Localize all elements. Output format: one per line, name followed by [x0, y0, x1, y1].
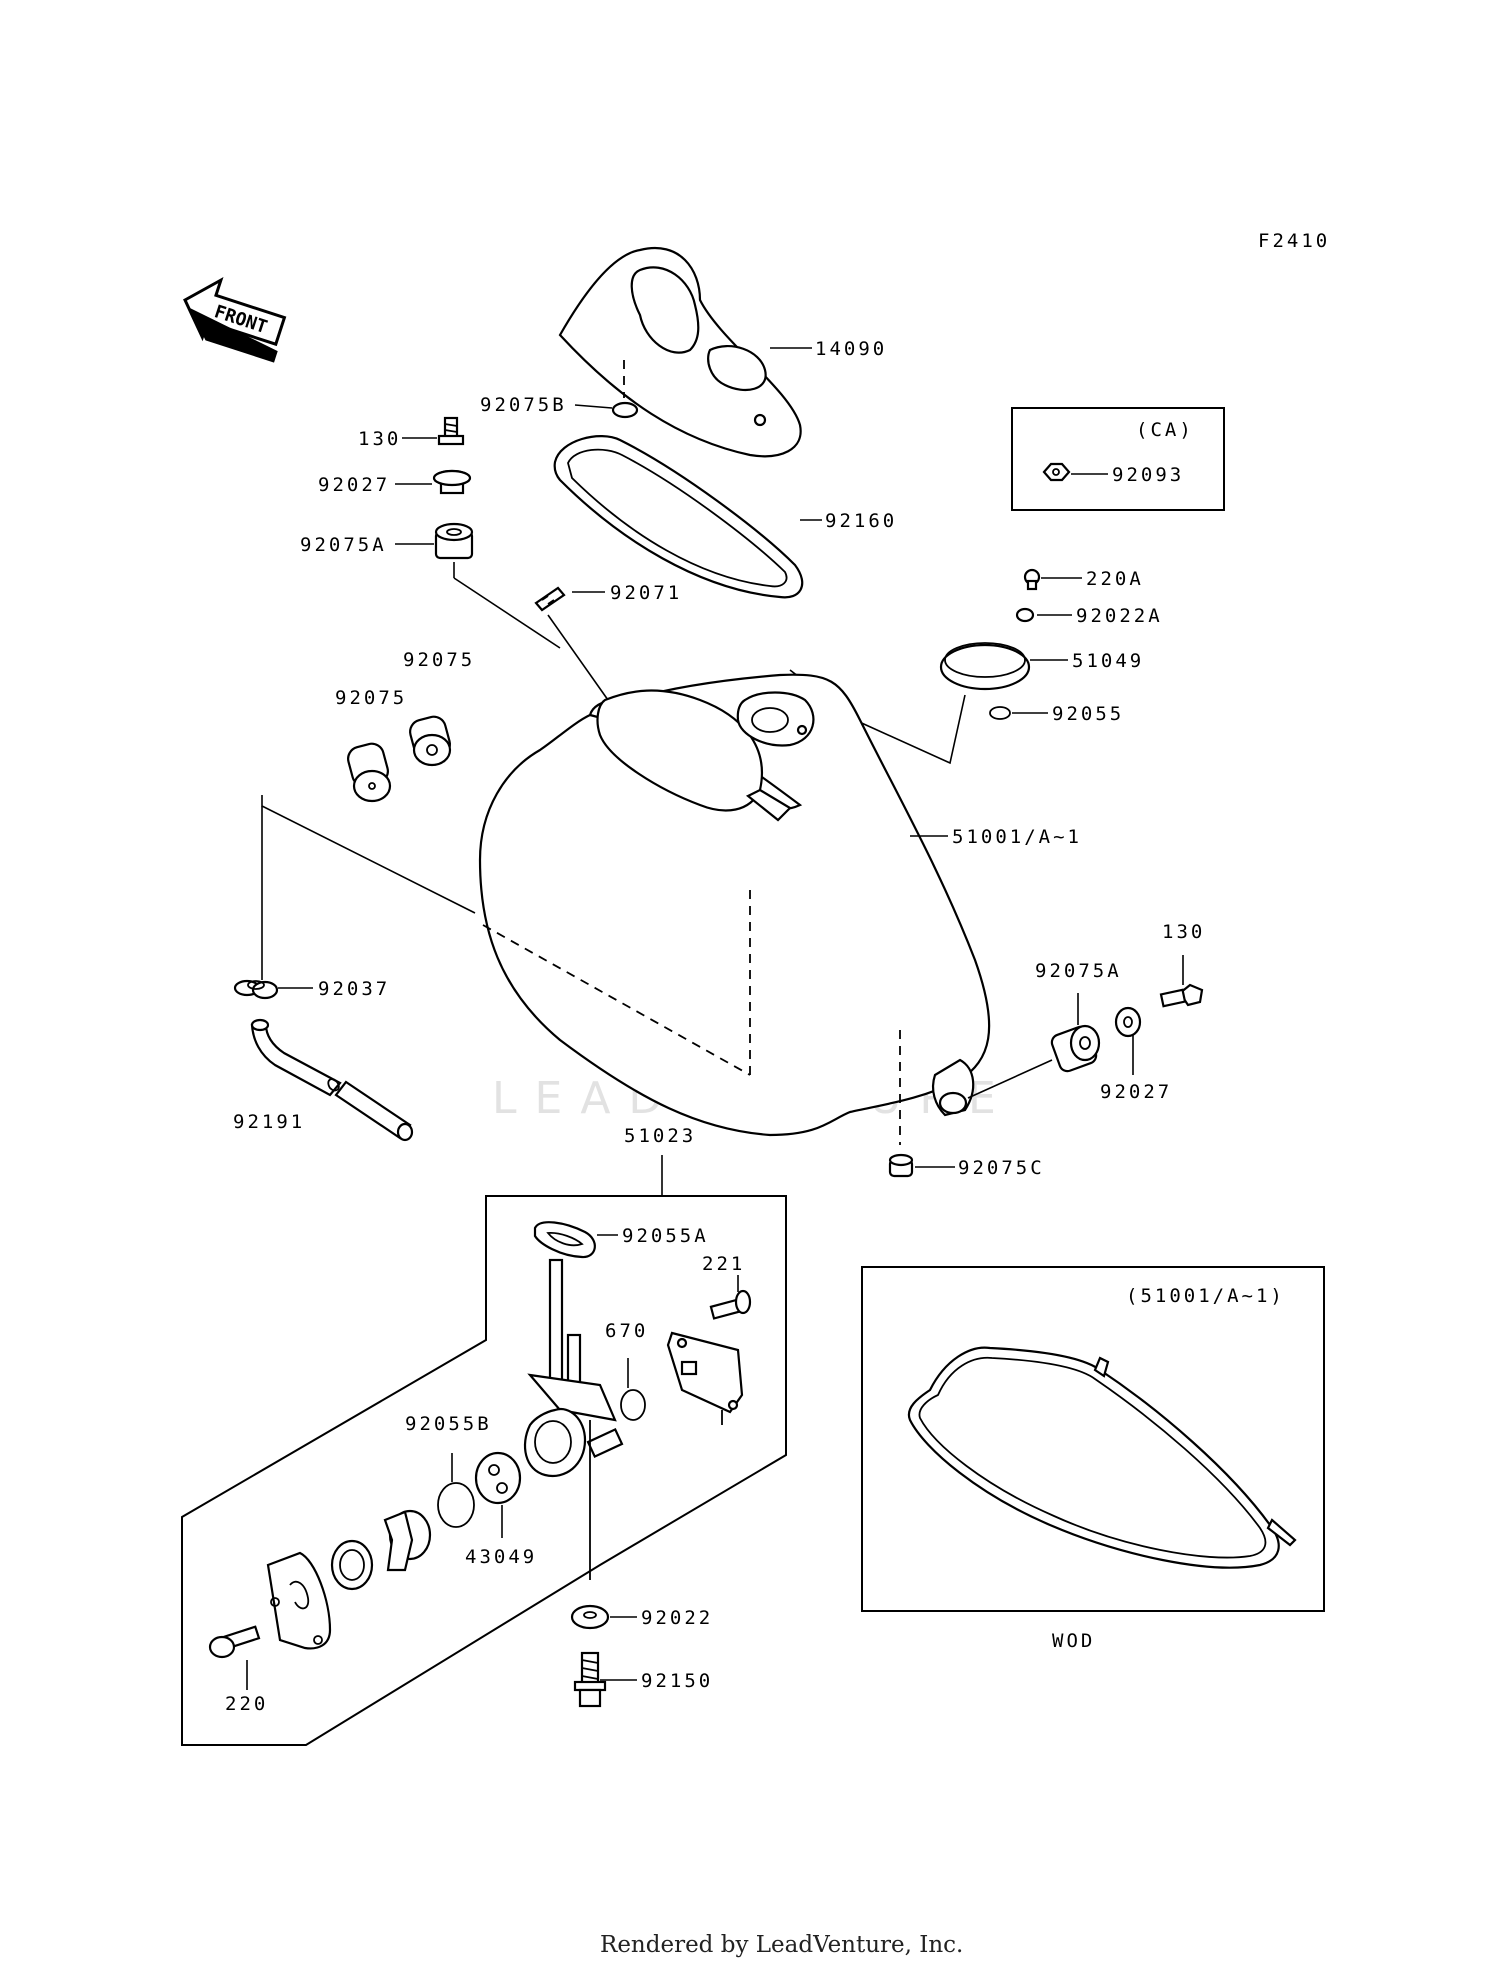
front-arrow-icon: FRONT — [183, 276, 287, 363]
part-fuel-cock-body — [523, 1258, 624, 1580]
label-14090: 14090 — [815, 338, 887, 360]
part-130-bolt-right — [1159, 983, 1204, 1008]
label-92075c: 92075C — [958, 1157, 1045, 1179]
label-92027-top: 92027 — [318, 474, 390, 496]
inset-box — [861, 1266, 1325, 1612]
part-92027-collar-top — [432, 469, 472, 495]
part-92160-gasket — [553, 435, 804, 599]
label-92075a-top: 92075A — [300, 534, 387, 556]
label-670: 670 — [605, 1320, 648, 1342]
label-92075a-right: 92075A — [1035, 960, 1122, 982]
label-92055b: 92055B — [405, 1413, 492, 1435]
part-92022a-washer — [1015, 607, 1035, 623]
part-92150-bolt — [573, 1651, 607, 1708]
label-43049: 43049 — [465, 1546, 537, 1568]
part-92093-nut — [1042, 462, 1071, 482]
label-92075-a: 92075 — [335, 687, 407, 709]
label-51049: 51049 — [1072, 650, 1144, 672]
label-130-top: 130 — [358, 428, 401, 450]
part-92055-oring — [989, 706, 1011, 720]
label-92071: 92071 — [610, 582, 682, 604]
part-51001-fuel-tank — [478, 673, 991, 1137]
label-92022: 92022 — [641, 1607, 713, 1629]
figure-code: F2410 — [1258, 230, 1330, 252]
part-92055b-oring — [437, 1482, 475, 1528]
part-92027-collar-right — [1114, 1006, 1142, 1038]
part-92075a-damper-top — [434, 522, 474, 560]
label-130-right: 130 — [1162, 921, 1205, 943]
label-92055a: 92055A — [622, 1225, 709, 1247]
part-43049-gasket — [474, 1451, 522, 1505]
footer-credit: Rendered by LeadVenture, Inc. — [600, 1932, 963, 1958]
label-92037: 92037 — [318, 978, 390, 1000]
ca-label: (CA) — [1136, 419, 1194, 441]
label-92075b: 92075B — [480, 394, 567, 416]
part-14090-cover — [558, 247, 802, 458]
part-92075b-grommet — [611, 401, 639, 419]
label-92027-right: 92027 — [1100, 1081, 1172, 1103]
label-92022a: 92022A — [1076, 605, 1163, 627]
label-92093: 92093 — [1112, 464, 1184, 486]
label-92150: 92150 — [641, 1670, 713, 1692]
label-220: 220 — [225, 1693, 268, 1715]
part-92022-washer — [570, 1604, 610, 1630]
label-51023: 51023 — [624, 1125, 696, 1147]
ca-box — [1011, 407, 1225, 511]
part-92075-damper-b — [409, 715, 452, 767]
part-cock-cover-plate — [666, 1331, 744, 1425]
part-92075c-grommet — [888, 1153, 914, 1178]
label-92075-b: 92075 — [403, 649, 475, 671]
label-92055: 92055 — [1052, 703, 1124, 725]
part-cock-lever — [383, 1509, 432, 1572]
part-92075-damper-a — [347, 742, 392, 803]
part-lever-plate — [266, 1551, 332, 1650]
label-92160: 92160 — [825, 510, 897, 532]
label-51001: 51001/A~1 — [952, 826, 1082, 848]
part-92071-clip — [534, 586, 566, 612]
part-92055a-gasket — [533, 1221, 596, 1259]
part-92075a-damper-right — [1050, 1024, 1101, 1073]
fuel-cock-box — [181, 1195, 787, 1746]
part-220a-screw — [1023, 568, 1041, 591]
label-221: 221 — [702, 1253, 745, 1275]
part-92037-clamp — [233, 979, 279, 1000]
part-670-oring — [620, 1389, 646, 1421]
part-221-screw — [709, 1289, 752, 1320]
part-220-screw — [208, 1625, 261, 1659]
inset-label: (51001/A~1) — [1126, 1285, 1285, 1307]
label-92191: 92191 — [233, 1111, 305, 1133]
label-220a: 220A — [1086, 568, 1144, 590]
inset-caption: WOD — [1052, 1630, 1095, 1652]
inset-tank-outline — [907, 1346, 1297, 1569]
part-92191-hose — [250, 1018, 414, 1142]
part-130-bolt-top — [437, 416, 465, 446]
part-seal-ring — [330, 1539, 374, 1591]
part-51049-cap — [939, 642, 1031, 691]
